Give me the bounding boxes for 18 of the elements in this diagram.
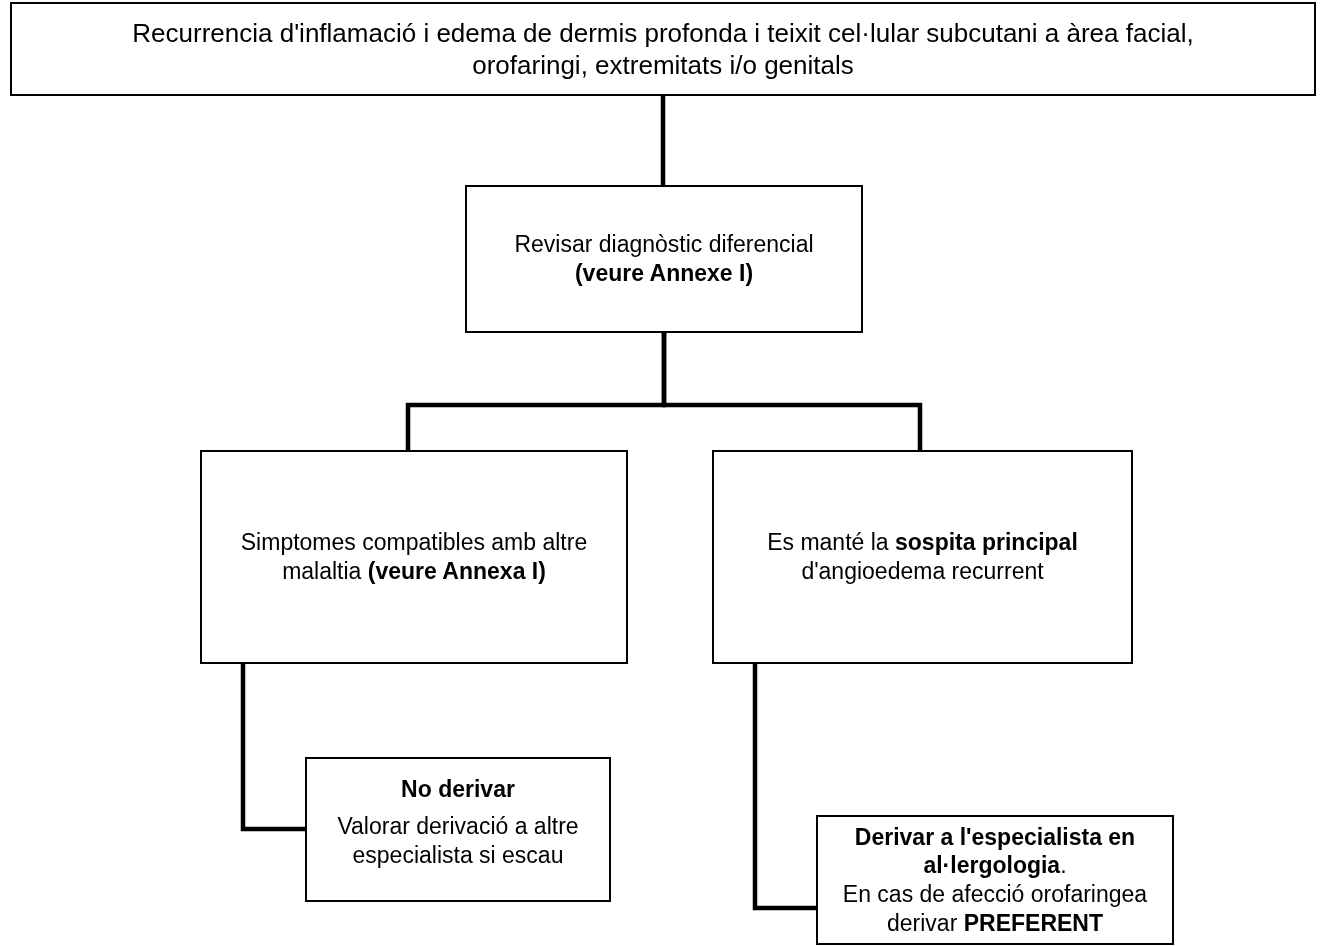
box-text: Valorar derivació a altre especialista si escau <box>336 811 580 870</box>
box-text: Revisar diagnòstic diferencial (veure Annexe I) <box>513 230 815 288</box>
process-box <box>200 450 628 664</box>
connector-line <box>752 664 816 911</box>
process-box <box>10 2 1316 96</box>
box-text: Es manté la sospita principal d'angioedema recurrent <box>766 528 1079 586</box>
process-box <box>712 450 1133 664</box>
box-heading: No derivar <box>401 775 515 804</box>
box-text: En cas de afecció orofaringea derivar PREFERENT <box>841 880 1149 938</box>
process-box <box>465 185 863 333</box>
connector-line <box>660 96 666 185</box>
process-box <box>305 757 611 902</box>
connector-line <box>240 664 305 832</box>
box-text: Simptomes compatibles amb altre malaltia (veure Annexa I) <box>239 528 589 586</box>
box-text: Derivar a l'especialista en al·lergologia. <box>853 822 1137 880</box>
connector-line <box>661 333 923 450</box>
process-box <box>816 815 1174 945</box>
box-text: Recurrencia d'inflamació i edema de dermis profonda i teixit cel·lular subcutani a àrea facial, orofaringi, extremitats i/o genitals <box>131 16 1195 82</box>
